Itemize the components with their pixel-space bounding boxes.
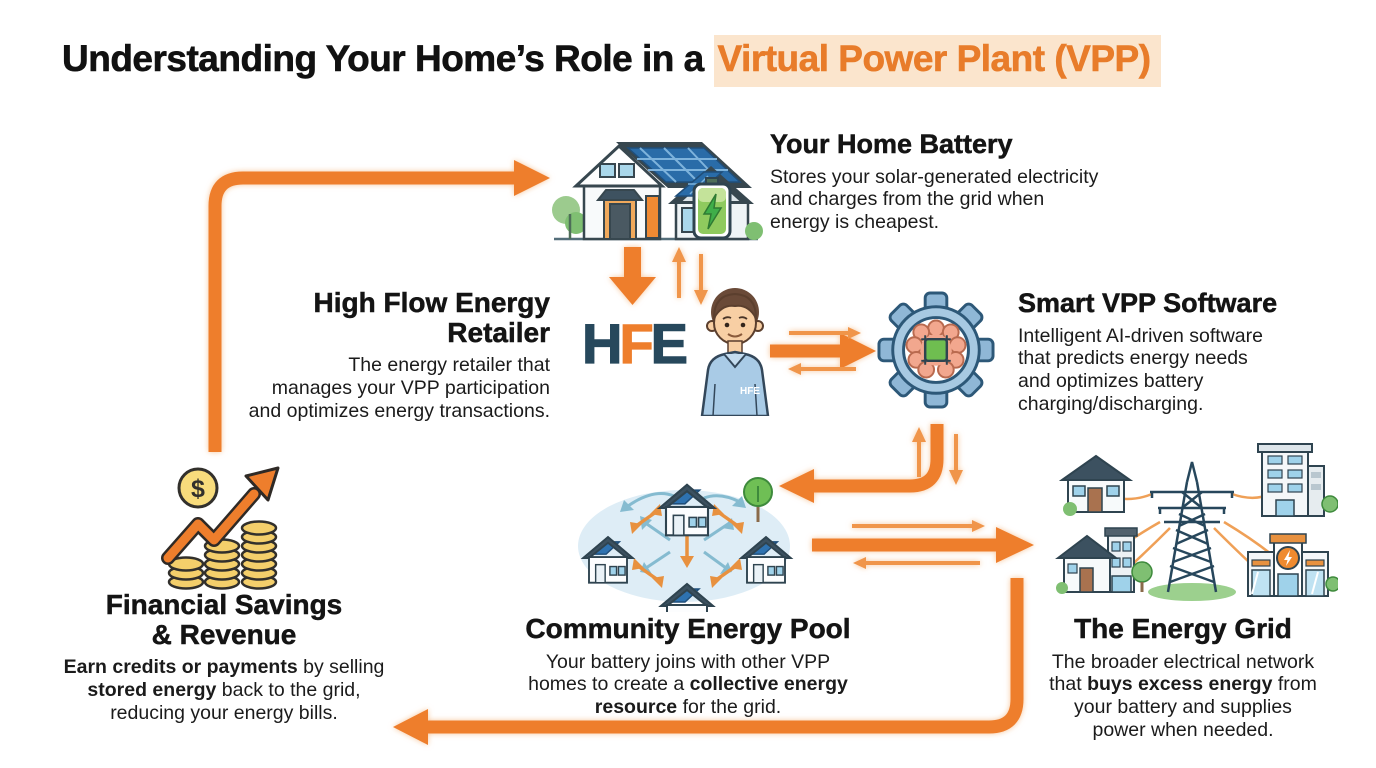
financial-desc: Earn credits or payments by selling stor… [63,656,385,724]
svg-text:$: $ [191,475,205,503]
home-battery-desc: Stores your solar-generated electricity … [770,165,1099,234]
sharing-arrows-teal [620,492,746,574]
rising-arrow-icon [161,466,280,565]
bush [745,222,763,240]
door [609,203,631,240]
title-prefix: Understanding Your Home’s Role in a [62,38,714,80]
lightning-bolt-icon [702,193,723,230]
software-title: Smart VPP Software [1018,288,1278,318]
community-pool-icon [578,477,792,612]
retailer-desc: The energy retailer that manages your VP… [248,354,550,422]
energy-grid-icon [1055,443,1338,601]
grid-house-2 [1055,527,1153,594]
arrow-home-to-retailer [609,247,656,305]
home-battery-text: Your Home Battery Stores your solar-gene… [770,130,1150,234]
hfe-agent-person-icon: HFE [700,288,770,416]
battery-icon [692,177,732,240]
grid-title: The Energy Grid [1074,613,1292,644]
home-battery-icon [552,142,763,241]
retailer-title: High Flow Energy Retailer [313,287,550,348]
shirt [700,350,770,416]
transmission-tower-icon [1150,461,1234,593]
community-desc: Your battery joins with other VPP homes … [528,650,848,719]
arrows-community-grid-exchange [852,520,985,569]
arrow-software-to-community [814,424,944,493]
financial-title: Financial Savings & Revenue [105,589,343,650]
tree-icon [552,196,587,239]
vpp-software-gear-icon [877,291,995,409]
grid-text: The Energy Grid The broader electrical n… [1032,614,1334,742]
dollar-coin-icon: $ [177,467,219,509]
chip-icon [921,335,951,365]
sharing-arrows-orange [630,504,744,588]
page-title: Understanding Your Home’s Role in a Virt… [62,35,1161,87]
tree-icon [743,477,773,522]
software-text: Smart VPP Software Intelligent AI-driven… [1018,289,1318,416]
financial-text: Financial Savings & Revenue Earn credits… [58,590,390,725]
community-title: Community Energy Pool [525,613,851,644]
arrows-retailer-software-exchange [788,327,861,375]
community-text: Community Energy Pool Your battery joins… [518,614,858,719]
financial-savings-icon: $ [161,466,280,590]
grid-building-1 [1257,443,1338,517]
coin-stacks-icon [167,520,278,590]
retailer-text: High Flow Energy Retailer The energy ret… [220,287,551,423]
lightning-bolt-icon [1284,550,1292,566]
home-battery-title: Your Home Battery [770,129,1013,159]
software-desc: Intelligent AI-driven software that pred… [1018,324,1263,416]
grid-desc: The broader electrical network that buys… [1049,650,1317,742]
arrows-software-community-exchange [912,427,963,485]
grid-house-1 [1058,454,1134,516]
shirt-badge: HFE [740,386,760,397]
grid-substation-icon [1247,533,1338,597]
hfe-logo: HFE [581,312,688,375]
title-highlight: Virtual Power Plant (VPP) [713,35,1161,87]
